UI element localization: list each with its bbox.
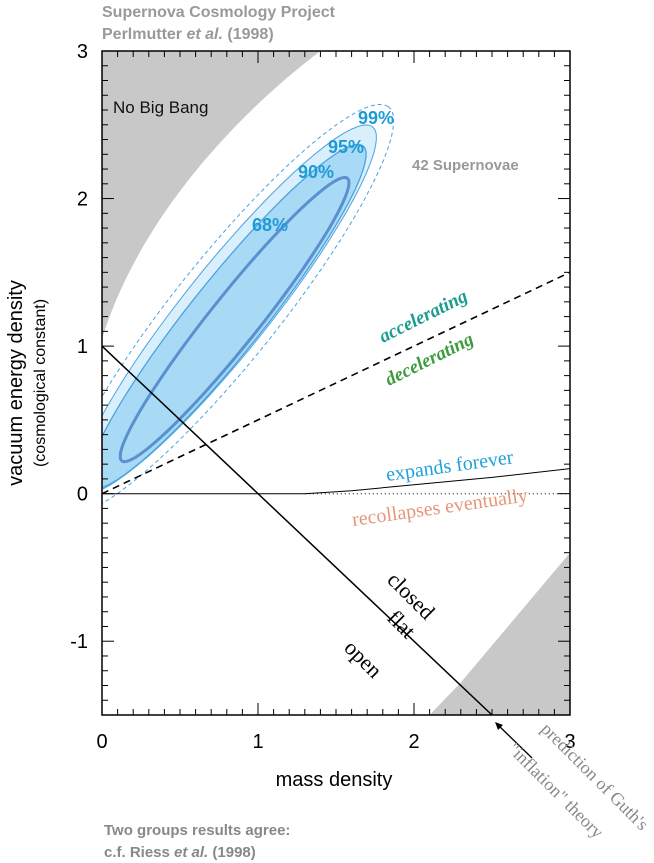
tick-labels: 0 1 2 3 -1 0 1 2 3 — [70, 41, 575, 753]
x-tick-label: 2 — [408, 731, 419, 753]
flat-universe-line — [102, 345, 493, 715]
y-axis-sublabel: (cosmological constant) — [32, 299, 49, 467]
contour-label-95: 95% — [328, 137, 364, 157]
x-axis-label: mass density — [276, 769, 393, 791]
y-tick-label: 2 — [77, 189, 88, 211]
annotation-expands-forever: expands forever — [385, 446, 515, 486]
x-tick-label: 0 — [96, 731, 107, 753]
axis-ticks — [101, 50, 571, 716]
contour-label-90: 90% — [298, 162, 334, 182]
y-tick-label: 3 — [77, 41, 88, 63]
annotation-no-big-bang: No Big Bang — [113, 98, 208, 117]
inflation-arrow-head — [495, 722, 503, 730]
plot-area — [102, 51, 570, 715]
header-authors: Perlmutter et al. (1998) — [102, 26, 274, 43]
x-tick-label: 3 — [564, 731, 575, 753]
contour-label-99: 99% — [358, 108, 394, 128]
footer-line1: Two groups results agree: — [104, 822, 290, 839]
contour-99 — [102, 103, 395, 505]
region-bottom-right — [429, 552, 570, 715]
annotation-inflation-line2: "inflation" theory — [504, 739, 607, 842]
annotation-recollapses: recollapses eventually — [351, 485, 529, 531]
header-project: Supernova Cosmology Project — [102, 4, 336, 21]
x-tick-label: 1 — [252, 731, 263, 753]
footer-line2: c.f. Riess et al. (1998) — [104, 844, 256, 861]
region-no-big-bang — [102, 51, 321, 339]
annotation-supernovae: 42 Supernovae — [412, 157, 519, 174]
contour-68 — [118, 175, 351, 464]
contour-label-68: 68% — [252, 215, 288, 235]
y-axis-label: vacuum energy density — [5, 280, 27, 486]
y-tick-label: 0 — [77, 484, 88, 506]
inflation-arrow-line — [496, 723, 533, 759]
y-tick-label: -1 — [70, 631, 88, 653]
y-tick-label: 1 — [77, 336, 88, 358]
annotation-open: open — [339, 635, 387, 683]
accelerating-boundary-line — [102, 271, 570, 495]
expands-forever-boundary-line — [102, 468, 570, 495]
